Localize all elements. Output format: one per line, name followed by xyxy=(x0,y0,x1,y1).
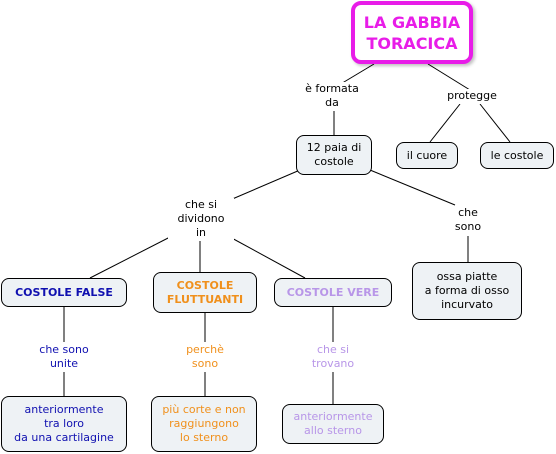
node-anteriormente-allo-sterno[interactable]: anteriormente allo sterno xyxy=(282,404,384,444)
node-piu-corte[interactable]: più corte e non raggiungono lo sterno xyxy=(151,396,257,452)
link-e-formata-da: è formata da xyxy=(295,82,369,111)
link-perche-sono: perchè sono xyxy=(176,343,234,372)
node-la-gabbia-toracica[interactable]: LA GABBIA TORACICA xyxy=(351,1,473,64)
connector-protegge-cuore xyxy=(429,103,461,143)
node-costole-false[interactable]: COSTOLE FALSE xyxy=(1,278,127,307)
node-ossa-piatte[interactable]: ossa piatte a forma di osso incurvato xyxy=(412,262,522,320)
connector-title-protegge xyxy=(427,63,471,91)
connector-dividono-vere xyxy=(227,235,306,279)
node-costole-fluttuanti[interactable]: COSTOLE FLUTTUANTI xyxy=(153,272,257,313)
link-che-sono: che sono xyxy=(448,206,488,236)
node-12-paia-di-costole[interactable]: 12 paia di costole xyxy=(296,135,372,175)
node-le-costole[interactable]: le costole xyxy=(480,142,554,169)
link-che-si-trovano: che si trovano xyxy=(305,343,361,372)
connector-protegge-costole xyxy=(479,103,511,143)
connector-dividono-false xyxy=(89,235,173,279)
link-che-sono-unite: che sono unite xyxy=(28,343,100,372)
connector-paia-dividono xyxy=(229,169,301,201)
node-costole-vere[interactable]: COSTOLE VERE xyxy=(274,278,392,307)
node-il-cuore[interactable]: il cuore xyxy=(396,142,458,169)
node-anteriormente-tra-loro[interactable]: anteriormente tra loro da una cartilagin… xyxy=(1,396,127,452)
link-che-si-dividono-in: che si dividono in xyxy=(168,198,234,241)
link-protegge: protegge xyxy=(438,89,506,104)
connector-paia-sono xyxy=(369,169,456,206)
